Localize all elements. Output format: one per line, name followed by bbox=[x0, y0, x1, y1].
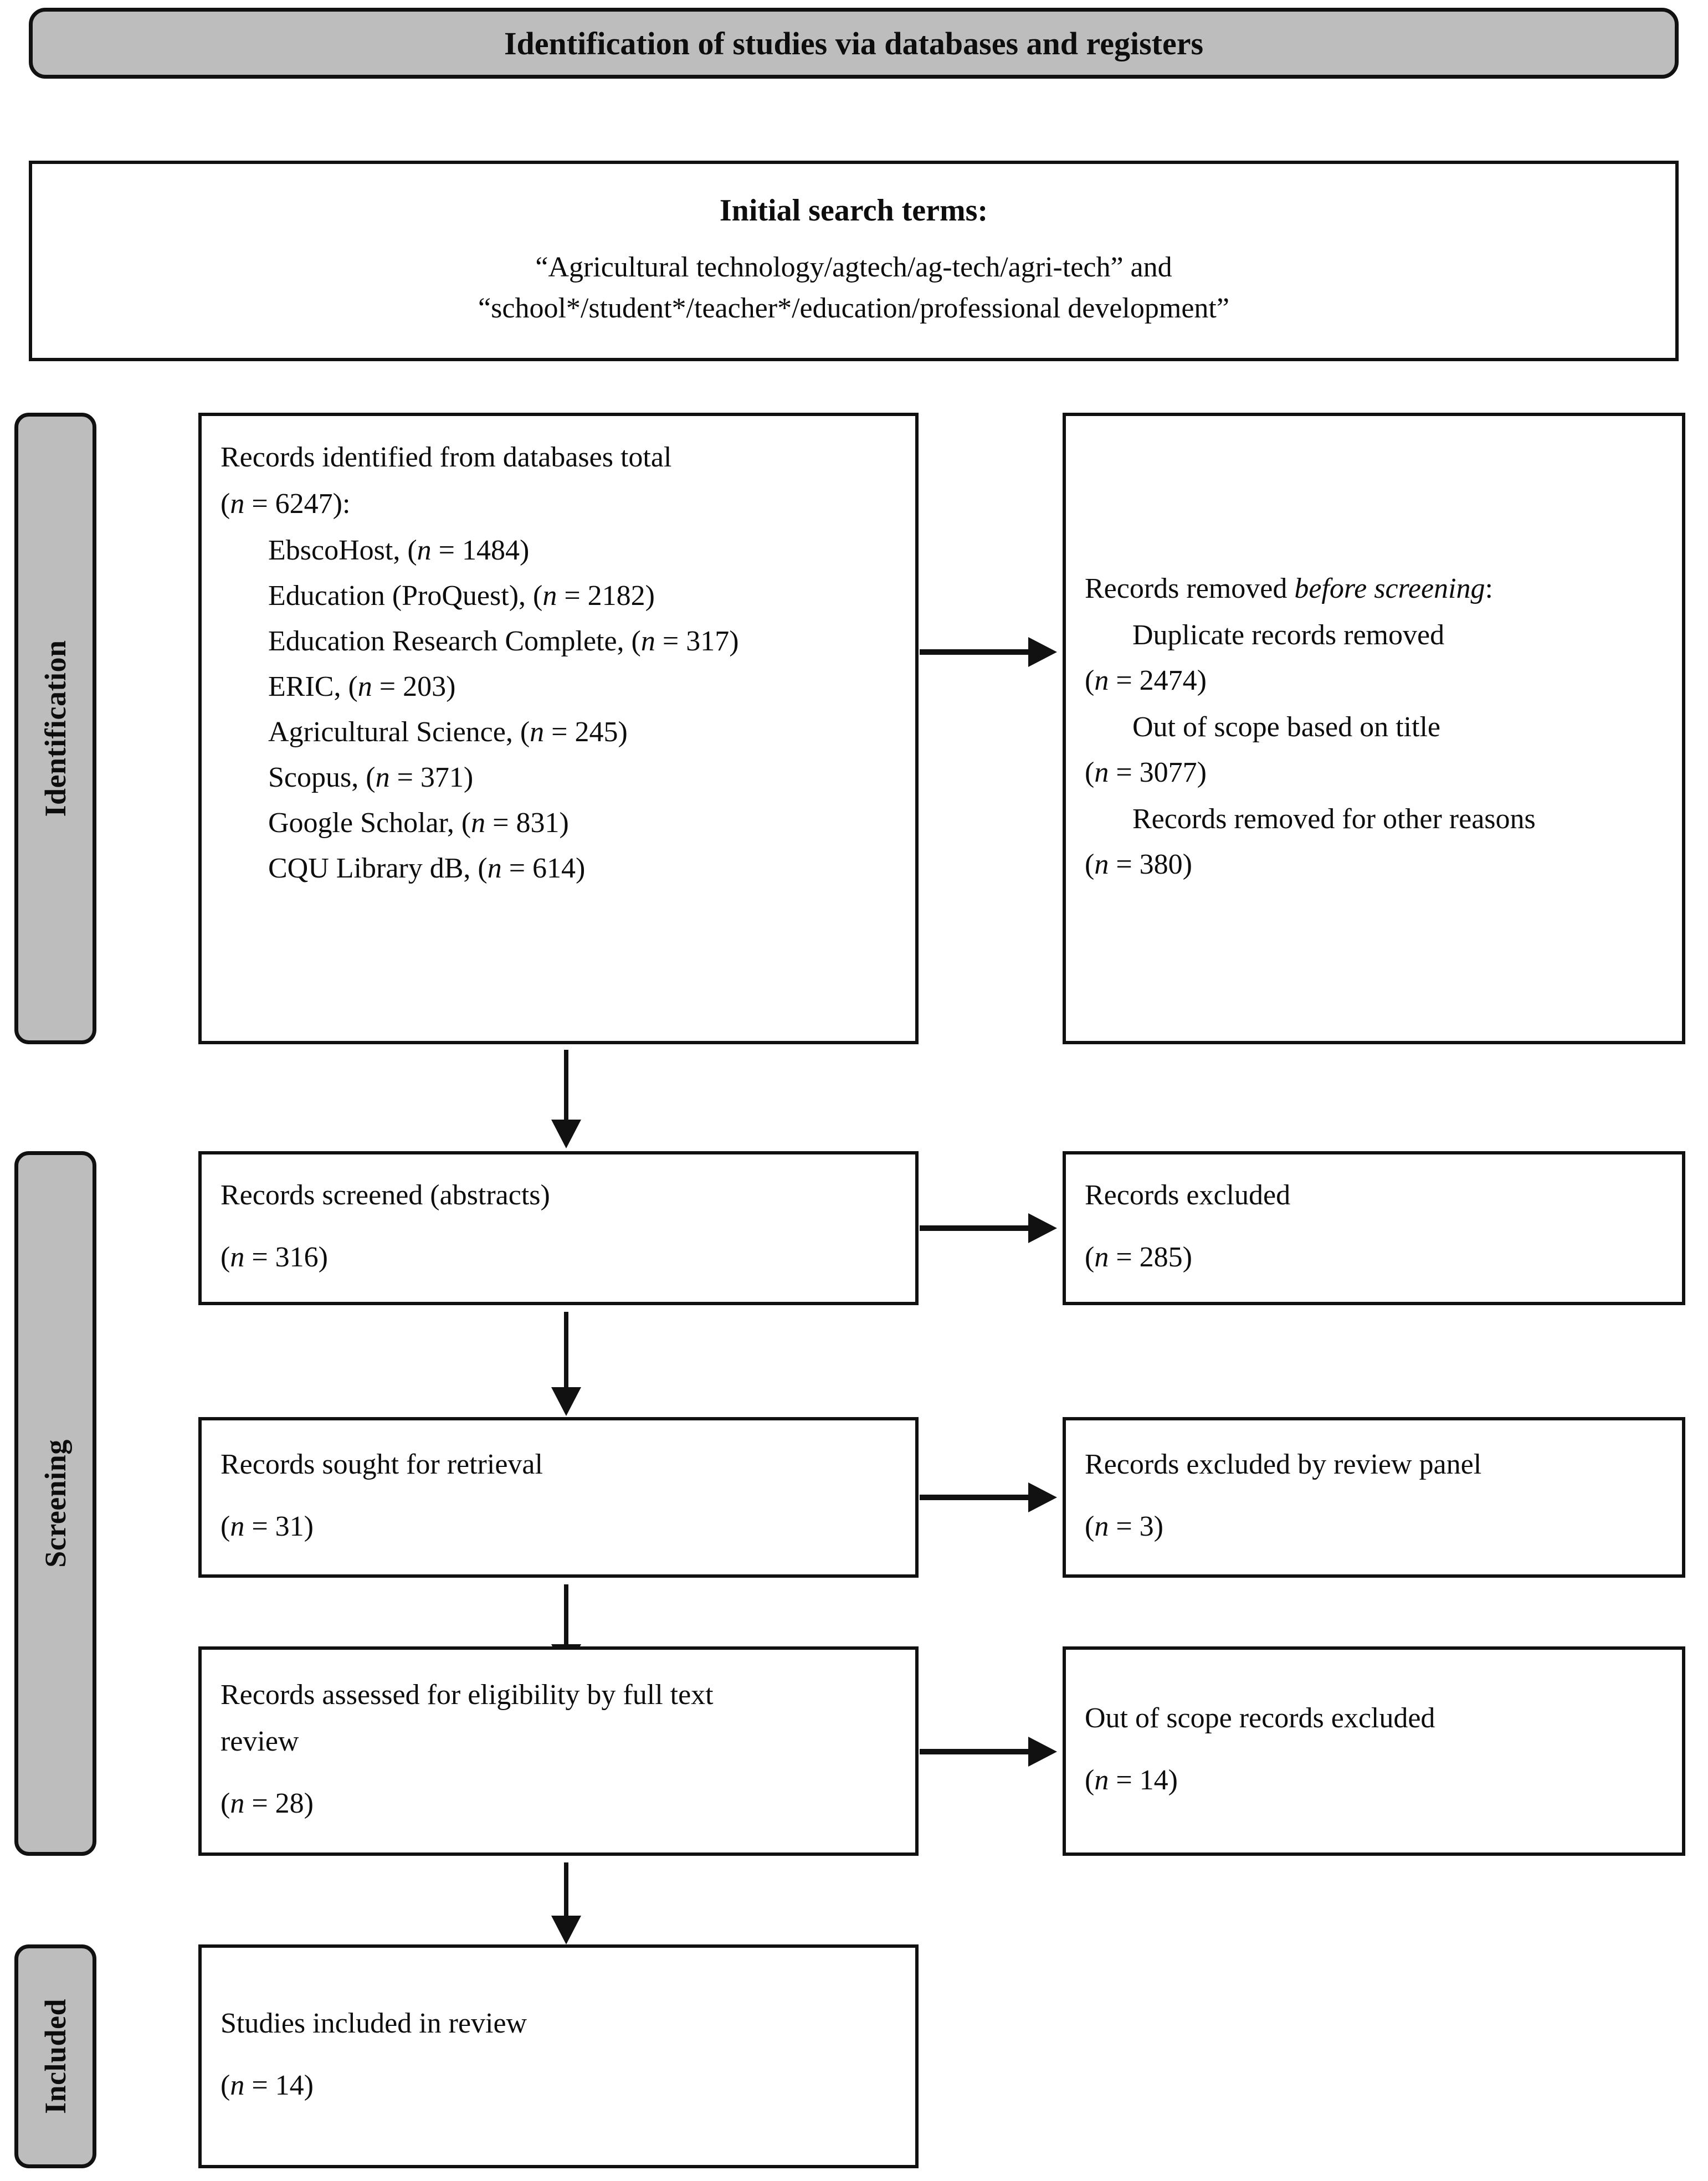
records-assessed-body: Records assessed for eligibility by full… bbox=[202, 1650, 915, 1852]
records-sought-label: Records sought for retrieval bbox=[220, 1449, 543, 1480]
records-removed-lead-plain: Records removed bbox=[1085, 573, 1295, 604]
out-of-scope-excluded-box: Out of scope records excluded (n = 14) bbox=[1063, 1646, 1685, 1856]
records-removed-lead: Records removed before screening: bbox=[1085, 567, 1663, 610]
stage-label-screening: Screening bbox=[39, 1439, 72, 1568]
records-assessed-label-line-1: Records assessed for eligibility by full… bbox=[220, 1679, 714, 1711]
records-screened-body: Records screened (abstracts) (n = 316) bbox=[202, 1154, 915, 1302]
stage-band-included: Included bbox=[14, 1944, 96, 2168]
stage-band-identification: Identification bbox=[14, 413, 96, 1044]
studies-included-label: Studies included in review bbox=[220, 2008, 527, 2039]
initial-search-terms-box: Initial search terms: “Agricultural tech… bbox=[29, 161, 1679, 361]
records-sought-body: Records sought for retrieval (n = 31) bbox=[202, 1420, 915, 1574]
records-excluded-box: Records excluded (n = 285) bbox=[1063, 1151, 1685, 1305]
out-of-scope-excluded-body: Out of scope records excluded (n = 14) bbox=[1066, 1650, 1682, 1852]
records-excluded-label: Records excluded bbox=[1085, 1179, 1291, 1211]
source-eric: ERIC, (n = 203) bbox=[268, 671, 456, 702]
records-assessed-count: (n = 28) bbox=[220, 1788, 314, 1819]
records-removed-body: Records removed before screening: Duplic… bbox=[1066, 416, 1682, 1041]
search-terms-line-2: “school*/student*/teacher*/education/pro… bbox=[478, 292, 1229, 324]
records-identified-lead: Records identified from databases total bbox=[220, 442, 672, 473]
records-assessed-label-line-2: review bbox=[220, 1726, 299, 1757]
source-google-scholar: Google Scholar, (n = 831) bbox=[268, 807, 569, 839]
excluded-by-panel-box: Records excluded by review panel (n = 3) bbox=[1063, 1417, 1685, 1578]
removed-out-of-scope-label: Out of scope based on title bbox=[1132, 711, 1440, 743]
records-removed-lead-colon: : bbox=[1485, 573, 1493, 604]
source-cqu-library-db: CQU Library dB, (n = 614) bbox=[268, 853, 586, 884]
studies-included-count: (n = 14) bbox=[220, 2070, 314, 2101]
source-ebscohost: EbscoHost, (n = 1484) bbox=[268, 535, 530, 566]
removed-other-reasons-label: Records removed for other reasons bbox=[1132, 803, 1536, 835]
records-screened-box: Records screened (abstracts) (n = 316) bbox=[198, 1151, 919, 1305]
records-removed-box: Records removed before screening: Duplic… bbox=[1063, 413, 1685, 1044]
records-identified-body: Records identified from databases total … bbox=[202, 416, 915, 912]
stage-band-screening: Screening bbox=[14, 1151, 96, 1856]
out-of-scope-excluded-count: (n = 14) bbox=[1085, 1764, 1178, 1796]
removed-duplicate-count: (n = 2474) bbox=[1085, 665, 1207, 696]
diagram-header-banner: Identification of studies via databases … bbox=[29, 8, 1679, 79]
records-screened-count: (n = 316) bbox=[220, 1241, 328, 1273]
records-excluded-count: (n = 285) bbox=[1085, 1241, 1192, 1273]
source-education-research-complete: Education Research Complete, (n = 317) bbox=[268, 625, 739, 657]
records-excluded-body: Records excluded (n = 285) bbox=[1066, 1154, 1682, 1302]
stage-label-included: Included bbox=[39, 1998, 72, 2115]
records-identified-box: Records identified from databases total … bbox=[198, 413, 919, 1044]
search-terms-title: Initial search terms: bbox=[719, 193, 988, 228]
source-agricultural-science: Agricultural Science, (n = 245) bbox=[268, 716, 628, 748]
records-removed-lead-italic: before screening bbox=[1294, 573, 1485, 604]
removed-duplicate-label: Duplicate records removed bbox=[1132, 619, 1445, 651]
page-title: Identification of studies via databases … bbox=[504, 25, 1204, 61]
source-education-proquest: Education (ProQuest), (n = 2182) bbox=[268, 580, 655, 612]
excluded-by-panel-body: Records excluded by review panel (n = 3) bbox=[1066, 1420, 1682, 1574]
studies-included-box: Studies included in review (n = 14) bbox=[198, 1944, 919, 2168]
records-identified-total: (n = 6247): bbox=[220, 488, 351, 520]
excluded-by-panel-label: Records excluded by review panel bbox=[1085, 1449, 1482, 1480]
records-sought-count: (n = 31) bbox=[220, 1511, 314, 1542]
removed-out-of-scope-count: (n = 3077) bbox=[1085, 757, 1207, 788]
search-terms-line-1: “Agricultural technology/agtech/ag-tech/… bbox=[535, 252, 1172, 284]
source-scopus: Scopus, (n = 371) bbox=[268, 762, 474, 793]
removed-other-reasons-count: (n = 380) bbox=[1085, 849, 1192, 880]
stage-label-identification: Identification bbox=[39, 640, 72, 817]
records-assessed-box: Records assessed for eligibility by full… bbox=[198, 1646, 919, 1856]
studies-included-body: Studies included in review (n = 14) bbox=[202, 1948, 915, 2165]
records-sought-box: Records sought for retrieval (n = 31) bbox=[198, 1417, 919, 1578]
out-of-scope-excluded-label: Out of scope records excluded bbox=[1085, 1702, 1435, 1734]
records-screened-label: Records screened (abstracts) bbox=[220, 1179, 550, 1211]
excluded-by-panel-count: (n = 3) bbox=[1085, 1511, 1163, 1542]
